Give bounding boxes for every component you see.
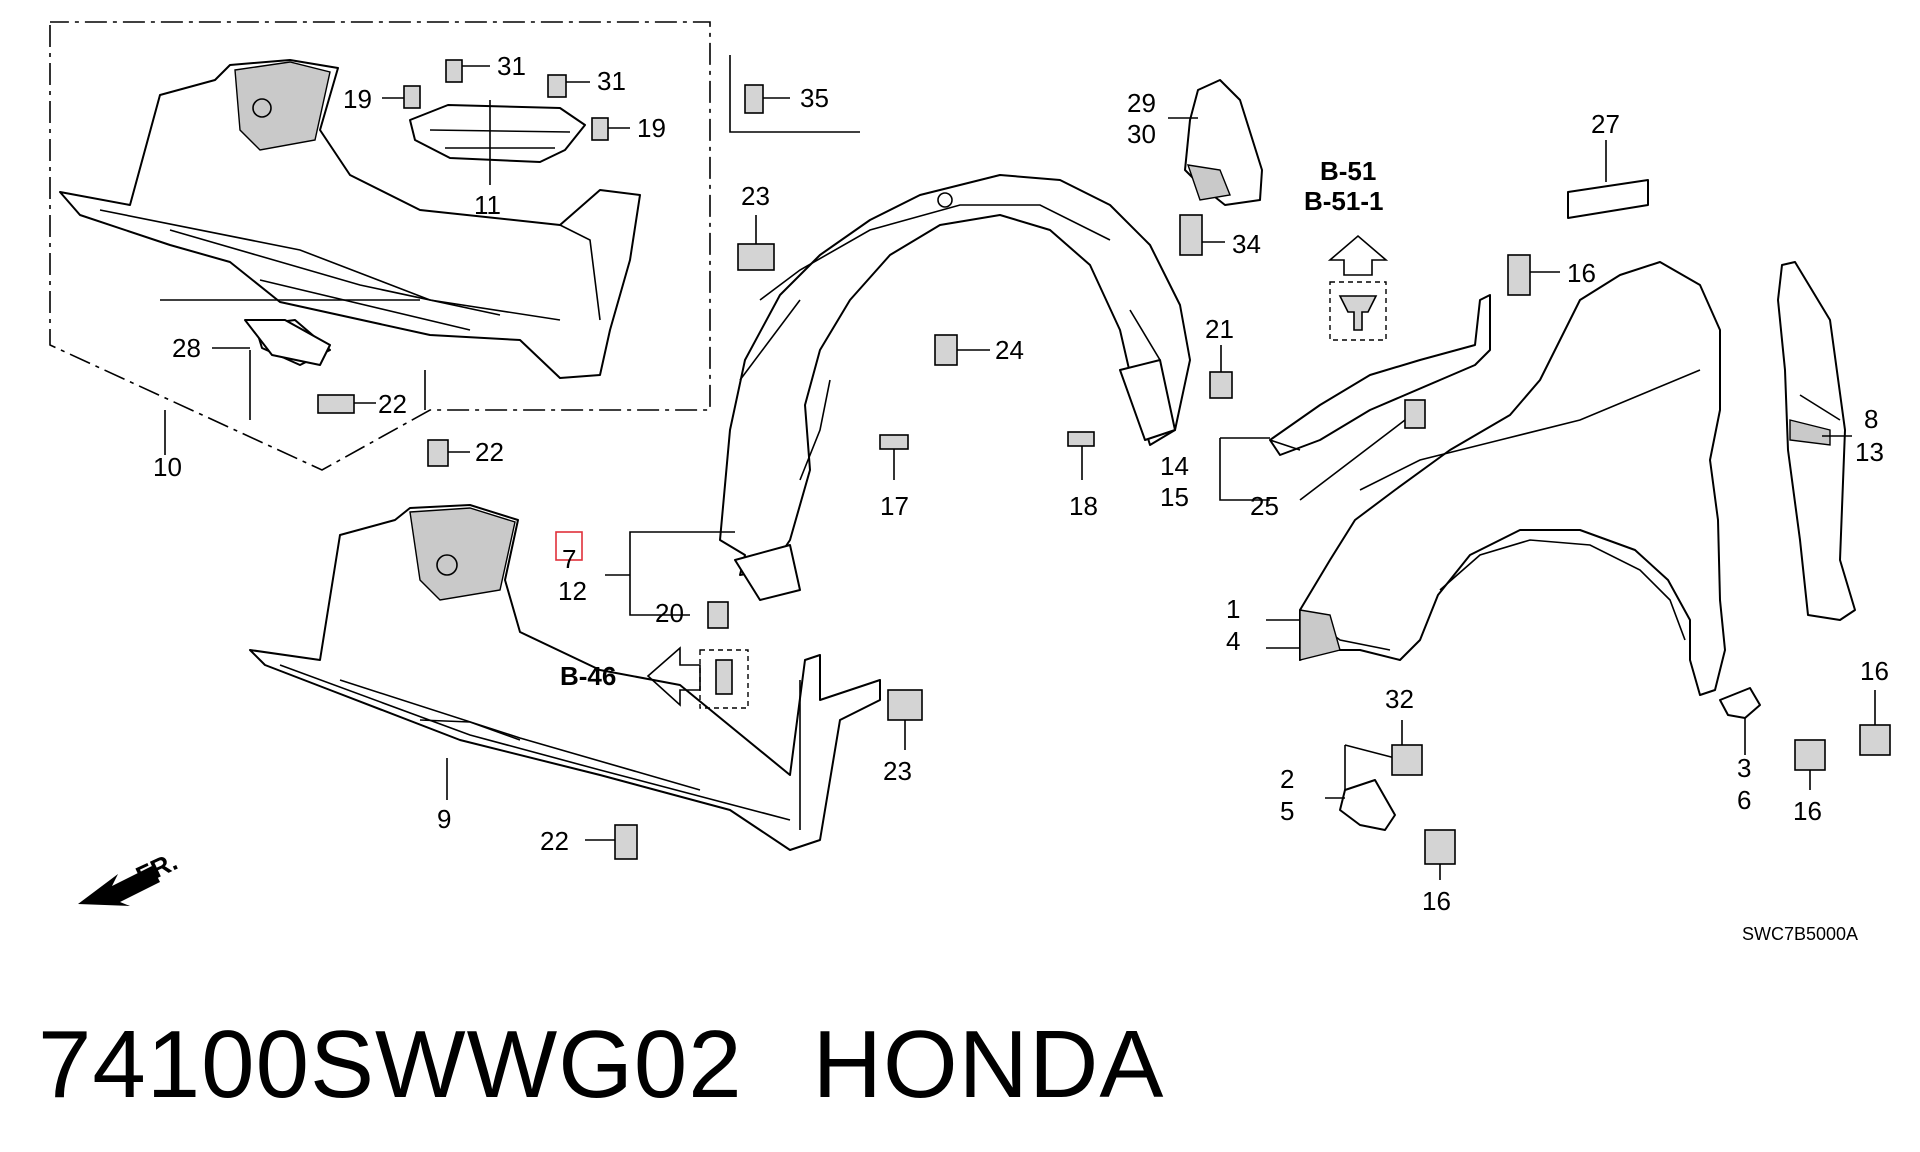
clip-21 [1209,345,1233,399]
label-9: 9 [437,804,451,834]
bolt-34 [1179,214,1225,256]
clip-22c [585,824,638,860]
label-22b: 22 [475,437,504,467]
front-fender [1299,261,1726,696]
bolt-23a [737,215,775,271]
bolt-16a [1507,254,1560,296]
label-13: 13 [1855,437,1884,467]
label-18: 18 [1069,491,1098,521]
clip-20 [707,601,729,629]
bolt-16d [1859,690,1891,756]
ref-b51-1: B-51-1 [1304,186,1383,216]
label-22c: 22 [540,826,569,856]
bolt-32 [1391,720,1423,776]
screw-18 [1067,431,1095,480]
lower-undercover-group [249,504,881,851]
brand-name: HONDA [812,1011,1165,1118]
bolt-35 [744,84,790,114]
label-31a: 31 [497,51,526,81]
label-3: 3 [1737,753,1751,783]
diagram-code: SWC7B5000A [1742,924,1858,944]
label-8: 8 [1864,404,1878,434]
bolt-19b [591,117,630,141]
fender-liner-group [719,174,1191,601]
label-32: 32 [1385,684,1414,714]
clip-31b [547,74,590,98]
bolt-16b [1424,829,1456,880]
label-4: 4 [1226,626,1240,656]
label-29: 29 [1127,88,1156,118]
label-35: 35 [800,83,829,113]
bolt-22a [317,394,376,414]
clip-28 [212,319,331,366]
bracket-2-5 [1325,744,1396,831]
label-15: 15 [1160,482,1189,512]
label-16d: 16 [1860,656,1889,686]
label-21: 21 [1205,314,1234,344]
label-27: 27 [1591,109,1620,139]
bolt-23b [887,689,923,750]
lower-undercover-part [249,504,881,851]
label-7: 7 [562,544,576,574]
label-34: 34 [1232,229,1261,259]
label-2: 2 [1280,764,1294,794]
side-seal-8-13 [1777,261,1856,621]
label-19b: 19 [637,113,666,143]
clip-25 [1299,399,1426,501]
label-20: 20 [655,598,684,628]
label-17: 17 [880,491,909,521]
parts-diagram: 31 31 19 19 11 28 22 22 10 35 23 24 17 1… [49,21,1891,944]
label-22a: 22 [378,389,407,419]
footer: 74100SWWG02 HONDA [38,1010,1164,1120]
label-16a: 16 [1567,258,1596,288]
clip-24 [934,334,990,366]
label-6: 6 [1737,785,1751,815]
label-12: 12 [558,576,587,606]
strip-27 [1567,140,1649,219]
clip-31a [445,59,490,83]
b51-callout [1327,234,1389,341]
label-14: 14 [1160,451,1189,481]
label-31b: 31 [597,66,626,96]
label-28: 28 [172,333,201,363]
label-1: 1 [1226,594,1240,624]
bolt-16c [1794,739,1826,790]
screw-17 [879,434,909,480]
highlight-box-7 [555,531,583,561]
fender-liner [719,174,1191,576]
clip-22b [427,439,470,467]
part-number: 74100SWWG02 [38,1011,743,1118]
front-fender-group [1299,261,1726,696]
label-5: 5 [1280,796,1294,826]
bolt-19a [382,85,421,109]
engine-cover-plate [409,104,586,163]
bracket-29-30 [1168,79,1263,206]
fender-bracket-14-15 [1269,294,1491,456]
undercover-upper-part [59,59,641,379]
label-16b: 16 [1422,886,1451,916]
label-11: 11 [474,190,501,220]
front-direction-arrow [78,866,160,906]
ref-b51: B-51 [1320,156,1376,186]
ref-b46: B-46 [560,661,616,691]
label-23a: 23 [741,181,770,211]
b46-callout [646,646,749,709]
label-25: 25 [1250,491,1279,521]
bracket-3-6 [1719,687,1761,755]
label-10: 10 [153,452,182,482]
label-30: 30 [1127,119,1156,149]
label-16c: 16 [1793,796,1822,826]
label-23b: 23 [883,756,912,786]
label-24: 24 [995,335,1024,365]
label-19a: 19 [343,84,372,114]
